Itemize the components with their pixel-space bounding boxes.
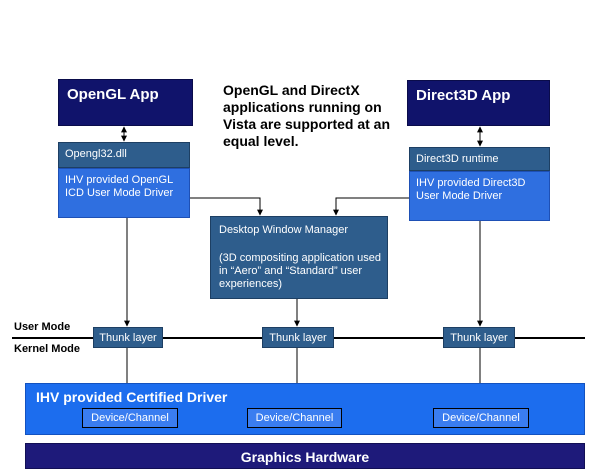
- thunk-layer-dwm: Thunk layer: [262, 327, 334, 348]
- center-note: OpenGL and DirectX applications running …: [223, 82, 391, 149]
- opengl-app-label: OpenGL App: [67, 86, 159, 103]
- direct3d-umd-label: IHV provided Direct3D User Mode Driver: [416, 177, 526, 202]
- user-mode-label: User Mode: [14, 321, 71, 333]
- certified-driver-label: IHV provided Certified Driver: [36, 389, 228, 405]
- device-channel-label: Device/Channel: [442, 412, 520, 424]
- kernel-mode-label: Kernel Mode: [14, 343, 81, 355]
- opengl32-dll-label: Opengl32.dll: [65, 148, 127, 160]
- thunk-layer-label: Thunk layer: [269, 332, 327, 344]
- certified-driver-band: IHV provided Certified Driver Device/Cha…: [25, 383, 585, 435]
- opengl32-dll-box: Opengl32.dll: [58, 142, 190, 168]
- opengl-app-box: OpenGL App: [58, 79, 193, 126]
- graphics-hardware-label: Graphics Hardware: [240, 449, 370, 465]
- d3d-to-dwm-arrow: [333, 197, 409, 216]
- device-channel-label: Device/Channel: [91, 412, 169, 424]
- thunk-layer-label: Thunk layer: [450, 332, 508, 344]
- opengl-to-dwm-arrow: [170, 197, 263, 216]
- thunk-layer-label: Thunk layer: [99, 332, 157, 344]
- direct3d-runtime-label: Direct3D runtime: [416, 153, 499, 165]
- direct3d-app-label: Direct3D App: [416, 87, 511, 104]
- opengl-icd-driver-box: IHV provided OpenGL ICD User Mode Driver: [58, 168, 190, 218]
- opengl-icd-driver-label: IHV provided OpenGL ICD User Mode Driver: [65, 174, 174, 199]
- dwm-description: (3D compositing application used in “Aer…: [219, 252, 382, 290]
- thunk-layer-direct3d: Thunk layer: [443, 327, 515, 348]
- graphics-hardware-band: Graphics Hardware: [25, 443, 585, 469]
- device-channel-label: Device/Channel: [255, 412, 334, 424]
- device-channel-box: Device/Channel: [247, 408, 342, 428]
- direct3d-runtime-box: Direct3D runtime: [409, 147, 550, 171]
- thunk-layer-opengl: Thunk layer: [93, 327, 163, 348]
- desktop-window-manager-box: Desktop Window Manager (3D compositing a…: [210, 216, 388, 299]
- direct3d-umd-box: IHV provided Direct3D User Mode Driver: [409, 171, 550, 221]
- device-channel-box: Device/Channel: [433, 408, 529, 428]
- direct3d-app-box: Direct3D App: [407, 80, 550, 126]
- device-channel-box: Device/Channel: [82, 408, 178, 428]
- dwm-title: Desktop Window Manager: [219, 224, 349, 236]
